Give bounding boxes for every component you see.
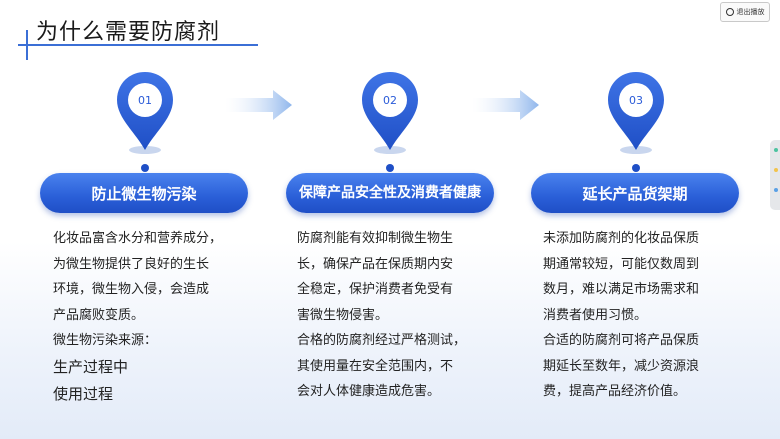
text-line: 防腐剂能有效抑制微生物生: [297, 231, 454, 246]
text-line: 为微生物提供了良好的生长: [53, 256, 210, 272]
text-line: 害微生物侵害。: [297, 307, 389, 323]
text-line: 会对人体健康造成危害。: [297, 384, 441, 399]
text-line: 期通常较短，可能仅数周到: [543, 256, 700, 272]
text-line: 化妆品富含水分和营养成分，: [53, 231, 223, 246]
side-dot-icon: [774, 168, 778, 172]
text-line: 消费者使用习惯。: [543, 307, 648, 323]
heading-text: 保障产品安全性及消费者健康: [299, 185, 481, 201]
side-dot-icon: [774, 188, 778, 192]
side-dot-icon: [774, 148, 778, 152]
text-line: 其使用量在安全范围内，不: [297, 358, 454, 374]
text-line: 生产过程中: [53, 357, 129, 376]
text-line: 期延长至数年，减少资源浪: [543, 358, 700, 374]
heading-text: 防止微生物污染: [91, 184, 197, 203]
map-pin-icon-01: 01: [115, 70, 175, 170]
exit-playback-button[interactable]: 退出播放: [720, 2, 770, 22]
step-number: 02: [373, 83, 407, 117]
heading-pill-01: 防止微生物污染: [40, 173, 248, 213]
heading-pill-02: 保障产品安全性及消费者健康: [286, 173, 494, 213]
connector-dot: [386, 164, 394, 172]
text-line: 数月，难以满足市场需求和: [543, 282, 700, 297]
text-line: 合适的防腐剂可将产品保质: [543, 333, 700, 348]
page-title: 为什么需要防腐剂: [36, 20, 221, 45]
title-accent-horizontal: [18, 44, 258, 46]
text-column-01: 化妆品富含水分和营养成分， 为微生物提供了良好的生长 环境，微生物入侵，会造成 …: [53, 226, 253, 408]
arrow-right-icon: [225, 90, 292, 120]
text-line: 环境，微生物入侵，会造成: [53, 282, 210, 297]
text-line: 全稳定，保护消费者免受有: [297, 282, 454, 297]
text-line: 费，提高产品经济价值。: [543, 384, 687, 399]
connector-dot: [141, 164, 149, 172]
step-number: 01: [128, 83, 162, 117]
map-pin-icon-02: 02: [360, 70, 420, 170]
text-line: 长，确保产品在保质期内安: [297, 256, 454, 272]
title-area: 为什么需要防腐剂: [18, 8, 318, 60]
heading-text: 延长产品货架期: [582, 184, 688, 203]
text-line: 未添加防腐剂的化妆品保质: [543, 231, 700, 246]
connector-dot: [632, 164, 640, 172]
side-control-strip[interactable]: [770, 140, 780, 210]
clock-icon: [725, 8, 734, 16]
step-number: 03: [619, 83, 653, 117]
text-line: 使用过程: [53, 384, 114, 403]
text-column-03: 未添加防腐剂的化妆品保质 期通常较短，可能仅数周到 数月，难以满足市场需求和 消…: [543, 226, 743, 405]
exit-playback-label: 退出播放: [736, 8, 765, 16]
heading-pill-03: 延长产品货架期: [531, 173, 739, 213]
text-line: 微生物污染来源：: [53, 333, 158, 348]
map-pin-icon-03: 03: [606, 70, 666, 170]
text-line: 合格的防腐剂经过严格测试，: [297, 333, 467, 348]
arrow-right-icon: [472, 90, 539, 120]
text-line: 产品腐败变质。: [53, 307, 145, 323]
text-column-02: 防腐剂能有效抑制微生物生 长，确保产品在保质期内安 全稳定，保护消费者免受有 害…: [297, 226, 497, 405]
